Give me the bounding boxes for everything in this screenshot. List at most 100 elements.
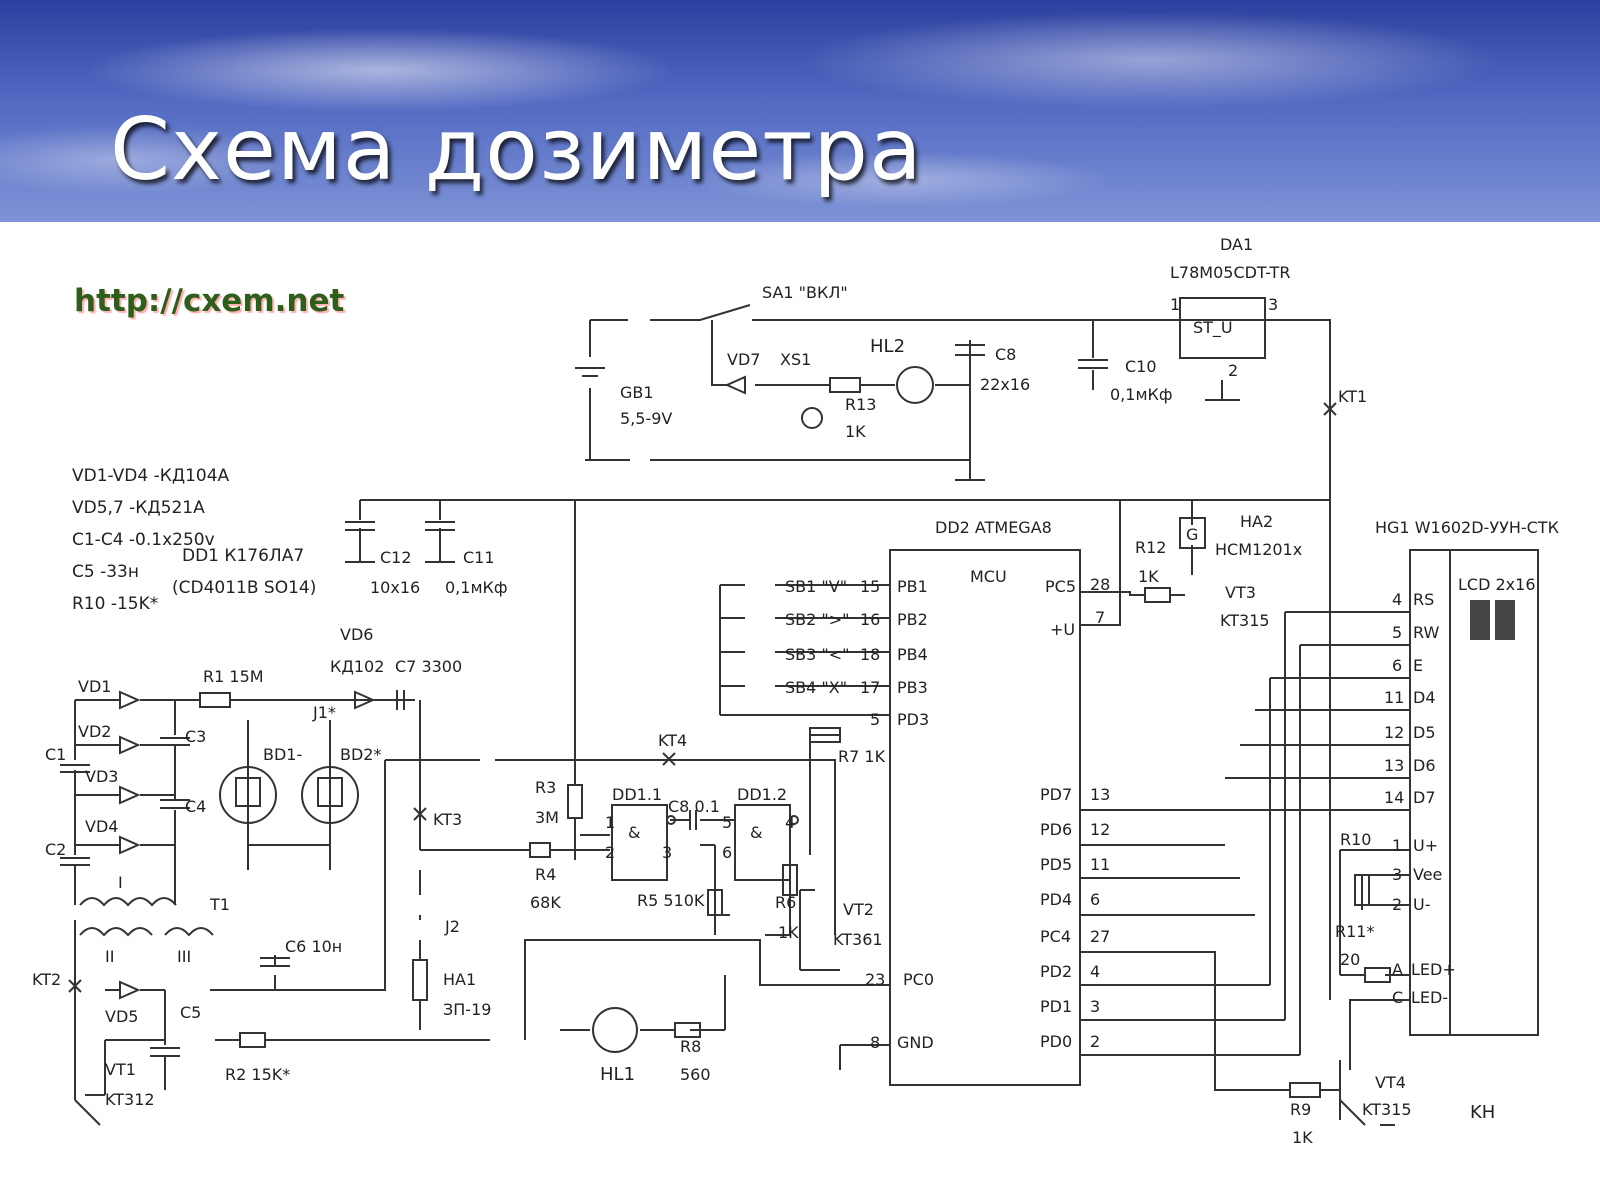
label-vd6: VD6 [340,625,373,644]
label-sb2: SB2 ">" [785,610,850,629]
lcd-pin-d5: D5 [1413,723,1436,742]
pin-27: 27 [1090,927,1110,946]
label-kh: KH [1470,1102,1495,1123]
label-r8-value: 560 [680,1065,711,1084]
gate-pin-1: 1 [605,813,615,832]
label-r12: R12 [1135,538,1166,557]
note-dd1: DD1 К176ЛА7 [182,546,305,566]
label-r4: R4 [535,865,556,884]
pin-2: 2 [1090,1032,1100,1051]
label-c8-timing: C8 0.1 [668,797,720,816]
label-ha2-part: HCM1201x [1215,540,1302,559]
label-pc0: PC0 [903,970,934,989]
label-gnd: GND [897,1033,934,1052]
label-plus-u: +U [1050,620,1075,639]
pin-11: 11 [1090,855,1110,874]
label-pd0: PD0 [1040,1032,1072,1051]
label-c1: C1 [45,745,66,764]
label-t1: T1 [209,895,230,914]
label-pd7: PD7 [1040,785,1072,804]
label-vt4: VT4 [1375,1073,1406,1092]
label-c5: C5 [180,1003,201,1022]
label-vt1-part: KT312 [105,1090,155,1109]
label-r7: R7 1K [838,747,886,766]
label-vt3: VT3 [1225,583,1256,602]
label-hg1: HG1 W1602D-УУН-СТК [1375,518,1560,537]
label-winding-3: III [177,947,191,966]
lcd-pin-rs: RS [1413,590,1434,609]
pin-3: 3 [1090,997,1100,1016]
label-vt2-part: KT361 [833,930,883,949]
note-line: VD5,7 -КД521А [72,498,205,518]
label-c11-value: 0,1мКф [445,578,508,597]
gate-pin-3: 3 [662,843,672,862]
label-r8: R8 [680,1037,701,1056]
gate-pin-4: 4 [785,813,795,832]
label-c8: C8 [995,345,1016,364]
lcd-pin-e: E [1413,656,1423,675]
label-pd4: PD4 [1040,890,1072,909]
label-sa1: SA1 "ВКЛ" [762,283,848,302]
label-c12-value: 10x16 [370,578,420,597]
label-xs1: XS1 [780,350,811,369]
label-r4-value: 68K [530,893,561,912]
pin-18: 18 [860,645,880,664]
label-vt3-part: KT315 [1220,611,1270,630]
label-gate1-amp: & [628,823,640,842]
lcd-num-3: 3 [1392,865,1402,884]
pin-6: 6 [1090,890,1100,909]
label-hl2: HL2 [870,336,905,357]
component-notes: VD1-VD4 -КД104А VD5,7 -КД521А C1-C4 -0.1… [72,460,316,620]
pin-7: 7 [1095,608,1105,627]
label-pb2: PB2 [897,610,928,629]
label-dd11: DD1.1 [612,785,662,804]
label-vd3: VD3 [85,767,118,786]
component-symbols [60,297,1515,1126]
label-c11: C11 [463,548,495,567]
note-line: C5 -33н [72,562,139,582]
label-kt2: KT2 [32,970,61,989]
lcd-pin-d6: D6 [1413,756,1436,775]
label-winding-2: II [105,947,114,966]
lcd-pin-u-minus: U- [1413,895,1430,914]
label-c10: C10 [1125,357,1157,376]
label-pd6: PD6 [1040,820,1072,839]
label-c10-value: 0,1мКф [1110,385,1173,404]
label-r13-value: 1K [845,422,866,441]
pin-17: 17 [860,678,880,697]
label-bd2: BD2* [340,745,381,764]
label-sb3: SB3 "<" [785,645,850,664]
label-g: G [1186,525,1198,544]
label-c7: C7 3300 [395,657,462,676]
label-r11-value: 20 [1340,950,1360,969]
gate-pin-2: 2 [605,843,615,862]
pin-23: 23 [865,970,885,989]
label-pd5: PD5 [1040,855,1072,874]
label-da1-part: L78M05CDT-TR [1170,263,1290,282]
label-r3-value: 3M [535,808,559,827]
label-kt3: KT3 [433,810,462,829]
label-dd12: DD1.2 [737,785,787,804]
label-pb3: PB3 [897,678,928,697]
label-hl1: HL1 [600,1064,635,1085]
label-gate2-amp: & [750,823,762,842]
lcd-num-a: A [1392,960,1403,979]
wires [74,304,1539,1126]
label-r2: R2 15K* [225,1065,290,1084]
label-vt1: VT1 [105,1060,136,1079]
label-r13: R13 [845,395,876,414]
label-da1-pin3: 3 [1268,295,1278,314]
label-da1-pin1: 1 [1170,295,1180,314]
label-pb4: PB4 [897,645,928,664]
label-lcd: LCD 2x16 [1458,575,1536,594]
label-c3: C3 [185,727,206,746]
label-pb1: PB1 [897,577,928,596]
kt-markers [68,402,1337,993]
label-r6-value: 1K [778,923,799,942]
pin-8: 8 [870,1033,880,1052]
label-c8-value: 22x16 [980,375,1030,394]
pin-12: 12 [1090,820,1110,839]
label-r3: R3 [535,778,556,797]
label-kt4: KT4 [658,731,687,750]
